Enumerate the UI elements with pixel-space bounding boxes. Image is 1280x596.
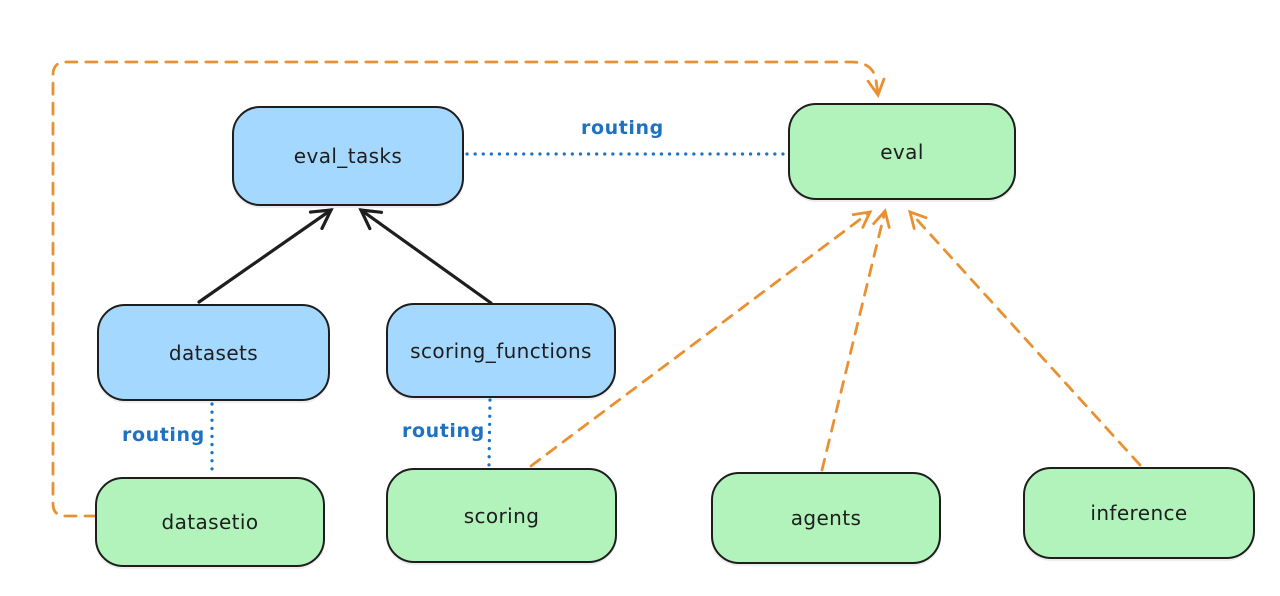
routing-label-scoring-functions-scoring: routing	[402, 420, 485, 442]
node-eval-tasks: eval_tasks	[232, 106, 464, 206]
node-datasetio: datasetio	[95, 477, 325, 567]
node-scoring-functions: scoring_functions	[386, 303, 616, 398]
node-scoring-functions-label: scoring_functions	[410, 338, 592, 363]
node-scoring-label: scoring	[463, 503, 540, 528]
node-eval: eval	[788, 103, 1016, 200]
arrow-inference-to-eval	[907, 209, 1142, 467]
node-inference: inference	[1023, 467, 1255, 559]
node-agents: agents	[711, 472, 941, 564]
arrow-scoring-to-eval	[529, 210, 873, 468]
arrow-scoring-functions-to-eval-tasks	[358, 208, 493, 305]
node-datasetio-label: datasetio	[161, 510, 259, 534]
arrow-agents-to-eval	[820, 208, 891, 472]
node-datasets-label: datasets	[168, 340, 259, 365]
routing-link-scoring-functions-to-scoring	[487, 398, 492, 467]
arrow-datasets-to-eval-tasks	[197, 208, 334, 304]
node-inference-label: inference	[1090, 501, 1188, 525]
arrow-datasetio-to-eval-loop	[51, 60, 886, 518]
node-eval-tasks-label: eval_tasks	[293, 144, 403, 168]
routing-label-eval-tasks-eval: routing	[581, 117, 664, 139]
node-eval-label: eval	[880, 139, 924, 164]
node-scoring: scoring	[386, 468, 617, 563]
node-agents-label: agents	[790, 506, 862, 530]
routing-label-datasets-datasetio: routing	[122, 424, 205, 446]
node-datasets: datasets	[97, 304, 330, 401]
